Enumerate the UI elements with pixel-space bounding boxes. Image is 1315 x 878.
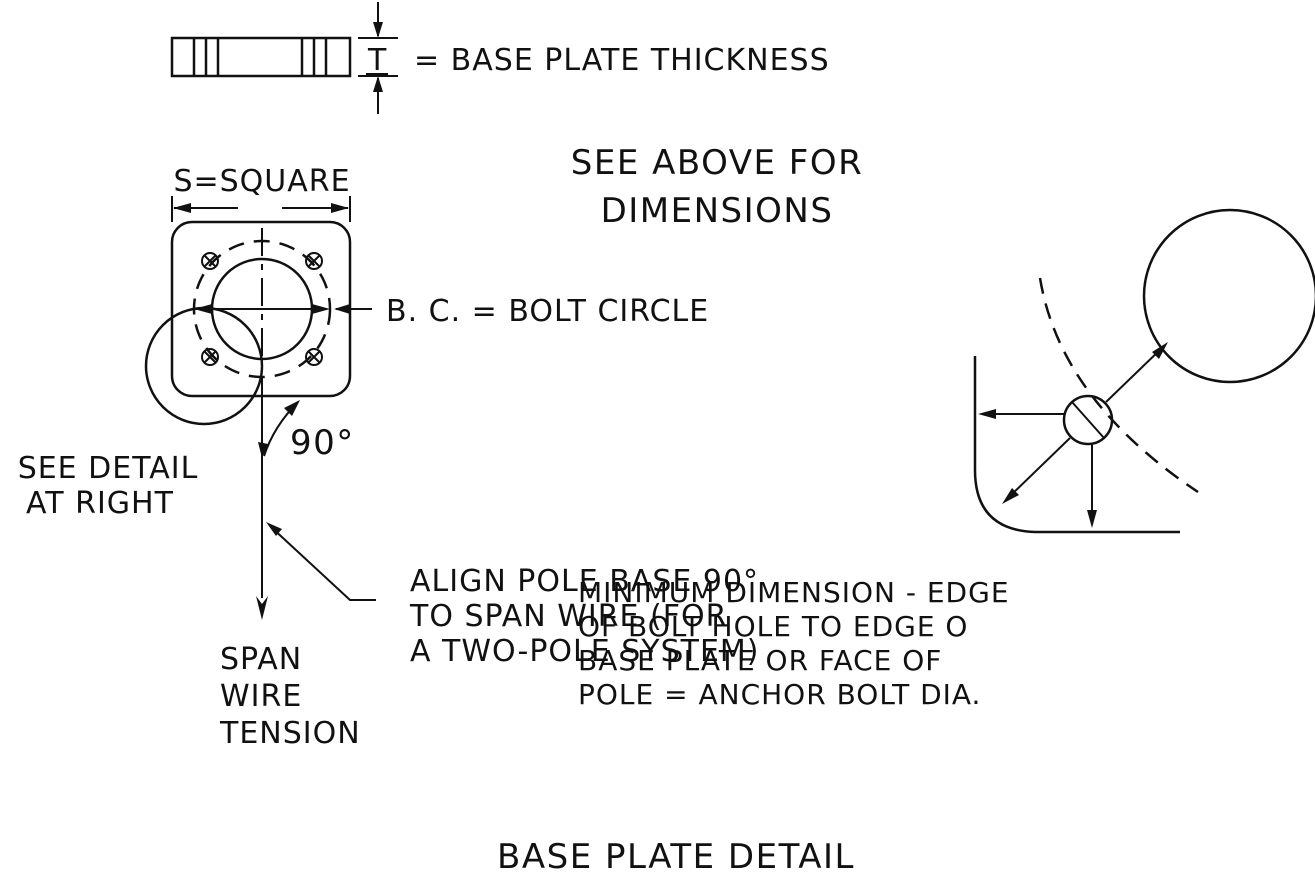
bolt-hole — [201, 252, 219, 270]
align-note-line-2: TO SPAN WIRE (FOR — [409, 599, 727, 634]
align-note-line-3: A TWO-POLE SYSTEM) — [410, 634, 760, 669]
thickness-label: = BASE PLATE THICKNESS — [414, 43, 830, 78]
see-above-line-2: DIMENSIONS — [601, 191, 834, 231]
arrowhead — [334, 304, 350, 314]
bolt-circle-arc — [1038, 277, 1199, 494]
min-dimension-line-3: BASE PLATE OR FACE OF — [578, 644, 942, 677]
bolt-circle-label: B. C. = BOLT CIRCLE — [386, 294, 709, 329]
bolt-hole — [201, 348, 219, 366]
plate-elevation — [170, 36, 352, 78]
span-wire-arrowhead — [256, 596, 268, 620]
drawing-title: BASE PLATE DETAIL — [497, 837, 855, 877]
pole-face-circle — [1142, 208, 1315, 384]
span-tension-line-2: WIRE — [220, 679, 302, 714]
arrowhead — [258, 442, 268, 458]
arrowhead — [1152, 342, 1168, 359]
angle-label: 90° — [290, 423, 355, 463]
min-dimension-line-1: MINIMUM DIMENSION - EDGE — [578, 576, 1010, 609]
dim-to-pole — [1105, 345, 1165, 403]
see-detail-line-2: AT RIGHT — [26, 486, 174, 521]
thickness-symbol: T — [367, 43, 387, 78]
base-plate-plan — [144, 220, 372, 426]
see-detail-line-1: SEE DETAIL — [18, 451, 199, 486]
arrowhead — [331, 203, 349, 213]
bolt-hole — [305, 252, 323, 270]
align-note-leader — [269, 525, 376, 601]
square-dimension — [171, 196, 351, 222]
min-dimension-line-2: OF BOLT HOLE TO EDGE O — [578, 610, 968, 643]
edge-distance-detail — [973, 208, 1315, 534]
arrowhead — [173, 203, 191, 213]
arrowhead — [1087, 510, 1097, 528]
arrowhead — [284, 400, 300, 416]
span-wire-alignment — [256, 392, 376, 620]
thickness-dimension: T — [358, 2, 398, 114]
bolt-hole-hatch — [1071, 401, 1105, 439]
min-dimension-line-4: POLE = ANCHOR BOLT DIA. — [578, 678, 981, 711]
detail-callout-circle — [144, 306, 264, 426]
arrowhead — [266, 522, 282, 536]
plate-elevation-outline — [170, 36, 352, 78]
arrowhead — [978, 409, 996, 419]
arrowhead — [373, 76, 383, 92]
align-note-line-1: ALIGN POLE BASE 90° — [410, 564, 759, 599]
dim-to-corner — [1007, 437, 1071, 499]
arrowhead — [373, 22, 383, 38]
see-above-line-1: SEE ABOVE FOR — [571, 143, 864, 183]
arrowhead — [312, 304, 330, 314]
arrowhead — [1002, 488, 1019, 504]
plate-corner-edge — [973, 356, 1180, 534]
square-label: S=SQUARE — [173, 164, 350, 199]
bolt-hole — [305, 348, 323, 366]
span-tension-line-1: SPAN — [220, 642, 302, 677]
span-tension-line-3: TENSION — [219, 716, 361, 751]
